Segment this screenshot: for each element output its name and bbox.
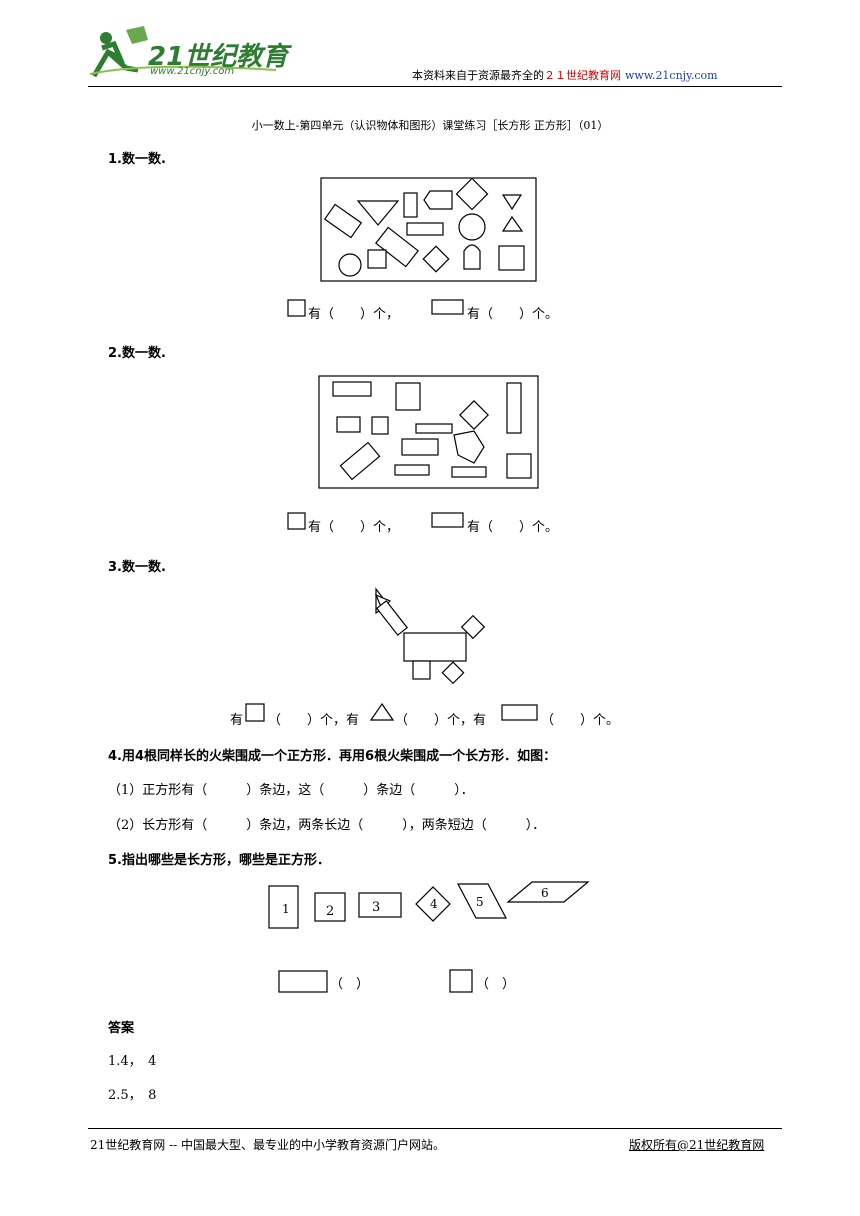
- answer-1: 1.4， 4: [108, 1054, 157, 1069]
- logo-url: www.21cnjy.com: [150, 66, 235, 77]
- footer-description: 21世纪教育网 -- 中国最大型、最专业的中小学教育资源门户网站。: [90, 1138, 446, 1152]
- q2-rect-blank: 有（ ）个。: [467, 520, 559, 535]
- footer-rule: [88, 1128, 782, 1129]
- shape-label-4: 4: [430, 897, 438, 911]
- site-logo: 21世纪教育 www.21cnjy.com: [86, 22, 289, 82]
- shape-label-1: 1: [282, 902, 290, 916]
- rectangle-icon: [431, 299, 464, 315]
- shape-label-5: 5: [476, 895, 484, 909]
- question-1-figure: [320, 177, 537, 282]
- q1-square-blank: 有（ ）个，: [308, 307, 400, 322]
- header-site-url[interactable]: www.21cnjy.com: [625, 69, 718, 82]
- header-site-name[interactable]: ２１世纪教育网: [544, 69, 621, 82]
- rectangle-icon: [501, 704, 538, 721]
- question-5-shapes: [268, 881, 590, 929]
- question-5-heading: 5.指出哪些是长方形，哪些是正方形．: [108, 853, 330, 868]
- square-icon: [287, 512, 306, 530]
- logo-title: 21世纪教育: [148, 42, 289, 72]
- page-title: 小一数上-第四单元（认识物体和图形）课堂练习［长方形 正方形］（01）: [251, 119, 609, 132]
- q3-rect-blank: （ ）个。: [541, 713, 620, 728]
- shape-label-3: 3: [372, 900, 381, 915]
- q4-line-2: （2）长方形有（ ）条边，两条长边（ ），两条短边（ ）．: [108, 818, 546, 833]
- q4-line-1: （1）正方形有（ ）条边，这（ ）条边（ ）．: [108, 783, 474, 798]
- q3-triangle-blank: （ ）个，有: [395, 713, 487, 728]
- question-2-heading: 2.数一数.: [108, 346, 166, 361]
- header-rule: [88, 86, 782, 87]
- answer-2: 2.5， 8: [108, 1088, 157, 1103]
- question-4-heading: 4.用4根同样长的火柴围成一个正方形．再用6根火柴围成一个长方形．如图：: [108, 749, 557, 764]
- q1-rect-blank: 有（ ）个。: [467, 307, 559, 322]
- rectangle-icon: [431, 512, 464, 528]
- runner-logo-icon: [89, 26, 277, 78]
- shape-label-2: 2: [326, 904, 335, 919]
- q5-square-blank: （ ）: [476, 977, 516, 992]
- question-2-figure: [318, 375, 539, 489]
- q5-rect-blank: （ ）: [330, 977, 370, 992]
- question-3-horse-figure: [374, 587, 486, 685]
- square-icon: [449, 969, 473, 993]
- square-icon: [245, 703, 265, 722]
- shape-label-6: 6: [541, 886, 549, 900]
- answers-heading: 答案: [108, 1021, 135, 1036]
- question-3-heading: 3.数一数.: [108, 560, 166, 575]
- footer-copyright-link[interactable]: 版权所有@21世纪教育网: [629, 1138, 765, 1152]
- question-1-heading: 1.数一数.: [108, 152, 166, 167]
- rectangle-icon: [278, 970, 328, 993]
- triangle-icon: [370, 703, 394, 721]
- q3-has-label: 有: [230, 713, 244, 728]
- square-icon: [287, 299, 306, 317]
- q3-square-blank: （ ）个，有: [268, 713, 360, 728]
- q2-square-blank: 有（ ）个，: [308, 520, 400, 535]
